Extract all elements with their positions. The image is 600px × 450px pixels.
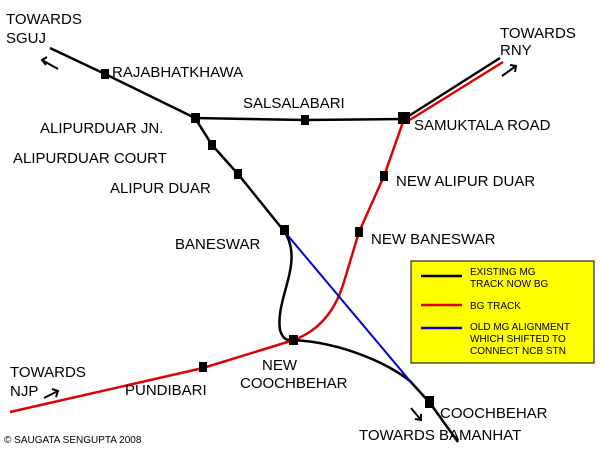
station-marker-pundibari	[199, 362, 207, 372]
station-marker-alipur-duar	[234, 169, 242, 179]
arrow-bamanhat-icon	[410, 407, 422, 422]
station-marker-baneswar	[280, 225, 289, 235]
station-markers	[101, 69, 434, 408]
station-marker-rajabhatkhawa	[101, 69, 109, 79]
bg-track-new-coochbehar-to-samuktala-road	[293, 118, 406, 342]
arrow-rny-icon	[501, 64, 518, 77]
old-mg-alignment-line	[283, 230, 411, 382]
legend-label-existing: EXISTING MG TRACK NOW BG	[470, 267, 549, 290]
station-label-new-coochbehar: NEW COOCHBEHAR	[240, 357, 348, 392]
legend: EXISTING MG TRACK NOW BG BG TRACK OLD MG…	[410, 260, 595, 364]
bg-track-samuktala-road-to-rny	[407, 60, 504, 123]
station-marker-alipurduar-jn	[191, 113, 200, 123]
arrow-njp-icon	[43, 388, 60, 399]
station-marker-salsalabari	[301, 115, 309, 125]
direction-label-bamanhat: TOWARDS BAMANHAT	[359, 427, 521, 444]
track-samuktala-road-to-rny	[403, 56, 501, 121]
station-label-baneswar: BANESWAR	[175, 236, 260, 253]
station-marker-new-coochbehar	[289, 335, 298, 345]
track-alipurduar-jn-to-samuktala-road	[194, 116, 405, 122]
station-label-samuktala-road: SAMUKTALA ROAD	[414, 117, 551, 134]
track-alipurduar-jn-to-baneswar	[193, 117, 285, 232]
station-label-salsalabari: SALSALABARI	[243, 95, 345, 112]
station-label-pundibari: PUNDIBARI	[125, 382, 207, 399]
direction-label-njp: TOWARDS NJP	[10, 364, 90, 400]
direction-arrows	[40, 56, 518, 422]
legend-label-old: OLD MG ALIGNMENT WHICH SHIFTED TO CONNEC…	[470, 322, 573, 357]
copyright-notice: © SAUGATA SENGUPTA 2008	[4, 435, 142, 446]
track-baneswar-loop-to-new-coochbehar	[278, 230, 295, 342]
station-marker-coochbehar	[425, 396, 434, 408]
legend-label-bg: BG TRACK	[470, 301, 521, 312]
station-label-new-alipur-duar: NEW ALIPUR DUAR	[396, 173, 535, 190]
station-label-alipurduar-jn: ALIPURDUAR JN.	[40, 120, 163, 137]
station-label-alipurduar-court: ALIPURDUAR COURT	[13, 150, 167, 167]
track-sguj-to-alipurduar-jn	[49, 46, 196, 120]
station-label-new-baneswar: NEW BANESWAR	[371, 231, 496, 248]
station-label-rajabhatkhawa: RAJABHATKHAWA	[112, 64, 243, 81]
station-marker-new-baneswar	[355, 227, 363, 237]
station-label-alipur-duar: ALIPUR DUAR	[110, 180, 211, 197]
station-marker-new-alipur-duar	[380, 171, 388, 181]
direction-label-rny: TOWARDS RNY	[500, 25, 580, 59]
existing-track-lines	[49, 46, 501, 443]
station-marker-alipurduar-court	[208, 140, 216, 150]
station-marker-samuktala-road	[398, 112, 410, 124]
station-label-coochbehar: COOCHBEHAR	[440, 405, 548, 422]
direction-label-sguj: TOWARDS SGUJ	[6, 11, 86, 47]
legend-box	[410, 260, 595, 364]
arrow-sguj-icon	[40, 56, 59, 70]
